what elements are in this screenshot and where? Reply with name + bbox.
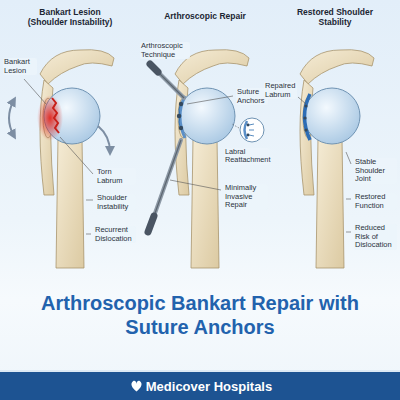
instrument-handle <box>148 216 154 232</box>
instrument-core <box>154 140 181 216</box>
annotation-label: Restored Function <box>354 193 397 210</box>
anchor-dot <box>303 116 306 119</box>
annotation-label: Stable Shoulder Joint <box>354 158 397 184</box>
leader-lines <box>24 79 93 234</box>
leader-lines <box>298 97 351 232</box>
leader-line <box>346 199 351 200</box>
leader-line <box>170 180 221 190</box>
dislocation-arrow <box>98 126 110 152</box>
suture-anchor <box>179 102 183 106</box>
inset-leader <box>232 124 239 128</box>
arthroscope <box>158 72 184 98</box>
instrument-handle <box>150 64 158 72</box>
annotation-label: Recurrent Dislocation <box>94 226 136 243</box>
arthroscope-core <box>158 72 184 98</box>
diagram-title: Arthroscopic Bankart Repair with Suture … <box>20 291 380 339</box>
inset-anchor <box>247 134 250 137</box>
anchor-dot <box>304 128 307 131</box>
leader-line <box>187 96 233 104</box>
anchor-dot <box>304 104 307 107</box>
annotation-label: Labral Reattachment <box>224 148 270 165</box>
annotation-label: Reduced Risk of Dislocation <box>354 224 397 250</box>
inset-labrum <box>245 121 248 139</box>
node-text: Medicover Hospitals <box>128 379 272 394</box>
inset-stitches <box>249 124 254 136</box>
footer-band: Medicover Hospitals <box>0 372 400 400</box>
annotation-label: Shoulder Instability <box>96 194 136 211</box>
leader-line <box>298 97 306 104</box>
leader-line <box>24 79 46 104</box>
annotation-label: Torn Labrum <box>96 168 136 185</box>
suture-anchor <box>177 114 181 118</box>
panel-heading: Bankart Lesion (Shoulder Instability) <box>20 8 120 28</box>
panel-heading: Restored Shoulder Stability <box>287 8 383 28</box>
leader-line <box>60 137 93 174</box>
instrument <box>154 140 181 216</box>
annotation-label: Arthroscopic Technique <box>140 42 190 59</box>
magnified-inset <box>240 118 264 142</box>
annotation-label: Minimally Invasive Repair <box>224 184 268 210</box>
panel-heading: Arthroscopic Repair <box>150 12 260 22</box>
leader-lines <box>170 96 239 190</box>
leader-line <box>86 234 91 235</box>
leader-line <box>346 152 351 164</box>
leader-line <box>86 200 93 201</box>
lesion-glow <box>37 95 63 141</box>
leader-line <box>346 232 351 233</box>
annotation-label: Bankart Lesion <box>3 58 37 75</box>
annotation-label: Repaired Labrum <box>264 82 297 99</box>
inset-anchor <box>247 124 250 127</box>
instability-arrow <box>9 100 14 136</box>
hospital-logo <box>129 379 144 393</box>
torn-labrum <box>52 98 59 133</box>
suture-anchor <box>179 126 183 130</box>
